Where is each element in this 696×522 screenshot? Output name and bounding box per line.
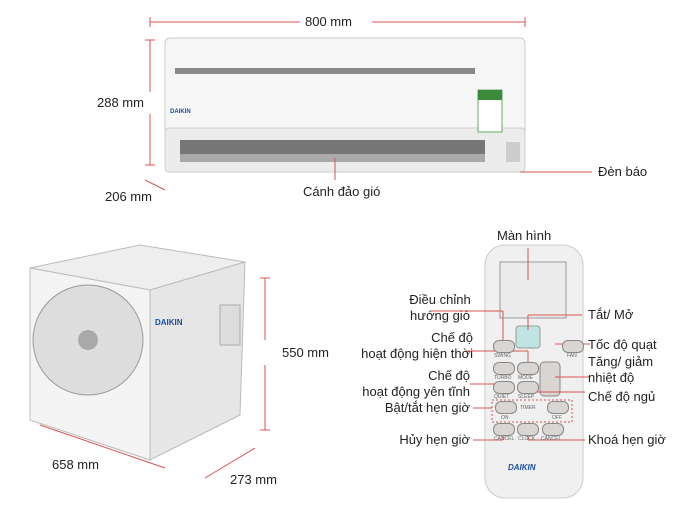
outdoor-depth-label: 273 mm xyxy=(230,472,277,487)
mode-button xyxy=(517,362,539,375)
timer-lock-label: Khoá hẹn giờ xyxy=(588,432,666,447)
timer-on-text: ON xyxy=(501,415,509,421)
turbo-button xyxy=(493,362,515,375)
timer-off-text: OFF xyxy=(552,415,562,421)
cancel-button-text: CANCEL xyxy=(494,436,515,442)
indoor-unit xyxy=(164,37,526,173)
timer-off-button xyxy=(547,401,569,414)
dimension-lines xyxy=(39,17,592,479)
current-mode-label: Chế độ hoạt động hiện thời xyxy=(361,330,473,361)
sleep-button xyxy=(517,381,539,394)
timer-cancel-label: Hủy hẹn giờ xyxy=(399,432,470,447)
louver-label: Cánh đảo gió xyxy=(303,184,381,199)
power-label: Tắt/ Mở xyxy=(588,307,634,322)
indoor-brand-logo: DAIKIN xyxy=(170,109,191,115)
timer-on-button xyxy=(495,401,517,414)
mode-button-text: MODE xyxy=(518,375,533,381)
cancel-button-2 xyxy=(542,423,564,436)
turbo-button-text: TURBO xyxy=(494,375,512,381)
temperature-label: Tăng/ giảm nhiệt độ xyxy=(588,354,654,385)
outdoor-height-label: 550 mm xyxy=(282,345,329,360)
sleep-mode-label: Chế độ ngủ xyxy=(588,389,656,404)
cancel-button xyxy=(493,423,515,436)
cancel-button-2-text: CANCEL xyxy=(541,436,562,442)
indoor-height-label: 288 mm xyxy=(97,95,144,110)
fan-button-text: FAN xyxy=(567,353,577,359)
quiet-mode-label: Chế độ hoạt động yên tĩnh xyxy=(362,368,470,399)
swing-label: Điều chỉnh hướng gió xyxy=(409,292,471,323)
swing-button-text: SWING xyxy=(494,353,511,359)
screen-label: Màn hình xyxy=(497,228,552,243)
clock-button xyxy=(517,423,539,436)
swing-button xyxy=(493,340,515,353)
outdoor-width-label: 658 mm xyxy=(52,457,99,472)
indicator-light-label: Đèn báo xyxy=(598,164,648,179)
fan-speed-label: Tốc độ quạt xyxy=(588,337,657,352)
indoor-width-label: 800 mm xyxy=(305,14,352,29)
quiet-button xyxy=(493,381,515,394)
outdoor-unit: DAIKIN xyxy=(29,244,246,461)
timer-toggle-label: Bật/tắt hẹn giờ xyxy=(384,400,470,415)
timer-text: TIMER xyxy=(520,405,536,411)
clock-button-text: CLOCK xyxy=(518,436,536,442)
sleep-button-text: SLEEP xyxy=(518,394,535,400)
indoor-depth-label: 206 mm xyxy=(105,189,152,204)
remote-leader-lines xyxy=(430,248,590,441)
outdoor-brand-logo: DAIKIN xyxy=(155,318,183,327)
quiet-button-text: QUIET xyxy=(494,394,510,400)
fan-button xyxy=(562,340,584,353)
remote-brand-logo: DAIKIN xyxy=(508,463,536,472)
